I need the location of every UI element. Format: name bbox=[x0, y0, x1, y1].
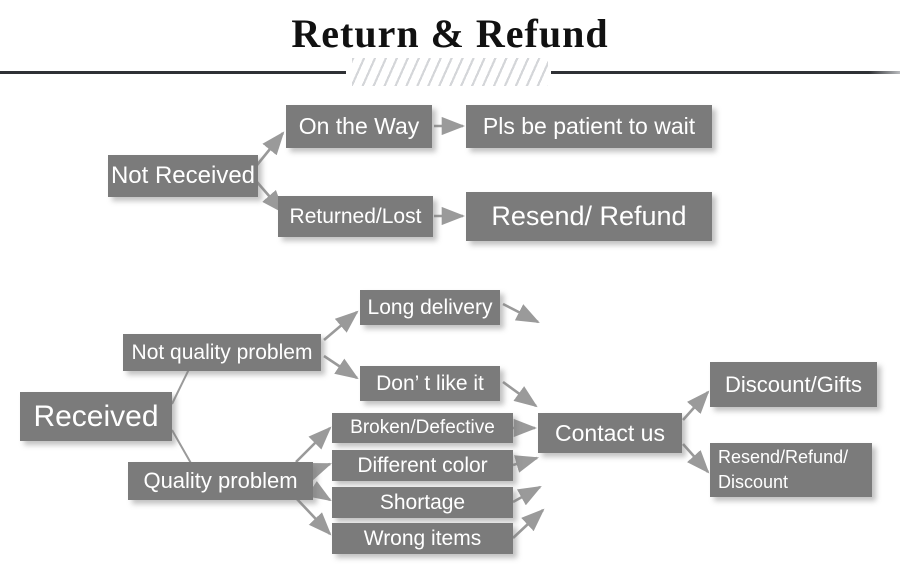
node-label: Received bbox=[33, 399, 159, 433]
edge-group-contact-us-outcomes bbox=[682, 390, 710, 474]
edge-qp-to-wrong-items bbox=[295, 497, 332, 536]
node-returned-lost[interactable]: Returned/Lost bbox=[278, 196, 433, 237]
edge-long-delivery-to-contact-us bbox=[502, 302, 540, 324]
node-received[interactable]: Received bbox=[20, 392, 172, 441]
edge-wrong-items-to-contact-us bbox=[512, 508, 545, 539]
node-label: On the Way bbox=[298, 113, 420, 139]
edge-different-color-to-contact-us bbox=[512, 455, 539, 473]
edge-group-top-outcomes bbox=[434, 116, 466, 226]
node-label: Broken/Defective bbox=[350, 417, 495, 438]
divider-hatch-ornament bbox=[352, 58, 548, 86]
edge-nqp-to-long-delivery bbox=[323, 310, 359, 341]
node-discount-gifts[interactable]: Discount/Gifts bbox=[710, 362, 877, 407]
node-label: Pls be patient to wait bbox=[482, 113, 696, 139]
node-not-received[interactable]: Not Received bbox=[108, 155, 258, 197]
edge-dont-like-it-to-contact-us bbox=[502, 380, 538, 408]
node-dont-like-it[interactable]: Don’ t like it bbox=[360, 366, 500, 401]
divider-line-right-fade bbox=[869, 71, 900, 74]
node-long-delivery[interactable]: Long delivery bbox=[360, 290, 500, 325]
edge-qp-to-different-color bbox=[306, 462, 332, 481]
page-title: Return & Refund bbox=[291, 11, 609, 56]
node-resend-refund[interactable]: Resend/ Refund bbox=[466, 192, 712, 241]
node-label-line-2: Discount bbox=[718, 472, 789, 492]
node-broken-defective[interactable]: Broken/Defective bbox=[332, 413, 513, 443]
divider-line-right bbox=[551, 71, 900, 74]
node-contact-us[interactable]: Contact us bbox=[538, 413, 682, 453]
node-label: Long delivery bbox=[367, 295, 493, 319]
node-label: Not Received bbox=[110, 162, 256, 189]
node-quality-problem[interactable]: Quality problem bbox=[128, 462, 313, 500]
edge-received-to-quality-problem bbox=[171, 429, 193, 466]
node-shortage[interactable]: Shortage bbox=[332, 487, 513, 518]
node-label: Contact us bbox=[555, 419, 665, 446]
node-not-quality-problem[interactable]: Not quality problem bbox=[123, 334, 321, 371]
node-different-color[interactable]: Different color bbox=[332, 450, 513, 481]
node-label: Returned/Lost bbox=[289, 204, 422, 228]
divider-line-left bbox=[0, 71, 346, 74]
edge-qp-to-broken-defective bbox=[295, 426, 332, 463]
node-label: Discount/Gifts bbox=[725, 371, 862, 397]
edge-contact-us-to-discount-gifts bbox=[682, 390, 710, 421]
edge-shortage-to-contact-us bbox=[512, 485, 542, 506]
edge-not-received-to-on-the-way bbox=[255, 131, 285, 166]
node-label: Resend/ Refund bbox=[491, 201, 687, 231]
edge-nqp-to-dont-like-it bbox=[323, 354, 359, 380]
node-label: Different color bbox=[357, 453, 488, 477]
node-pls-be-patient-to-wait[interactable]: Pls be patient to wait bbox=[466, 105, 712, 148]
node-label: Not quality problem bbox=[131, 340, 313, 364]
node-wrong-items[interactable]: Wrong items bbox=[332, 523, 513, 554]
node-resend-refund-discount[interactable]: Resend/Refund/ Discount bbox=[710, 443, 872, 497]
edge-contact-us-to-resend-refund-discount bbox=[682, 443, 710, 474]
node-label: Don’ t like it bbox=[376, 371, 484, 395]
node-label-line-1: Resend/Refund/ bbox=[718, 447, 849, 467]
node-label: Shortage bbox=[379, 490, 466, 514]
edge-group-not-quality-problem bbox=[323, 310, 359, 380]
edge-group-received bbox=[171, 362, 193, 466]
node-on-the-way[interactable]: On the Way bbox=[286, 105, 432, 148]
edge-qp-to-shortage bbox=[307, 480, 332, 502]
node-label: Wrong items bbox=[363, 526, 482, 550]
node-label: Quality problem bbox=[143, 468, 298, 493]
